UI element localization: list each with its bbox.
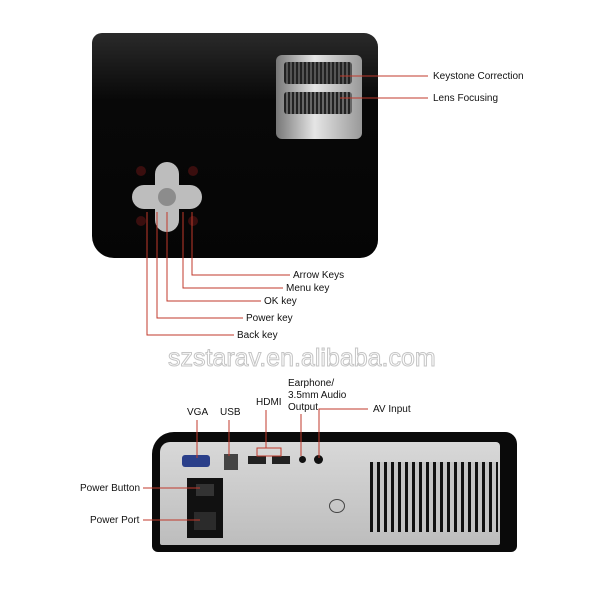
hdmi-port-2: [272, 456, 290, 464]
label-av-input: AV Input: [373, 404, 411, 415]
label-back-key: Back key: [237, 330, 278, 341]
hdmi-port-1: [248, 456, 266, 464]
label-vga: VGA: [187, 407, 209, 418]
callout-power-key: [156, 212, 243, 319]
label-usb: USB: [220, 407, 241, 418]
usb-ports: [224, 454, 238, 470]
watermark: szstarav.en.alibaba.com: [168, 344, 437, 373]
label-menu-key: Menu key: [286, 283, 330, 294]
vent-grille: [370, 462, 498, 532]
label-power-button: Power Button: [80, 483, 141, 494]
keypad-dot: [188, 216, 198, 226]
earphone-jack: [299, 456, 306, 463]
label-keystone-correction: Keystone Correction: [433, 71, 524, 82]
keypad-dot: [188, 166, 198, 176]
callout-av-input: [318, 408, 368, 458]
keypad-dot: [136, 166, 146, 176]
power-switch: [196, 484, 214, 496]
callout-ok-key: [166, 212, 261, 302]
label-earphone-line3: Output: [288, 402, 319, 413]
focus-wheel: [284, 92, 352, 114]
label-ok-key: OK key: [264, 296, 297, 307]
keystone-wheel: [284, 62, 352, 84]
label-power-key: Power key: [246, 313, 293, 324]
label-earphone-line1: Earphone/: [288, 378, 335, 389]
power-socket: [194, 512, 216, 530]
label-hdmi: HDMI: [256, 397, 282, 408]
label-lens-focusing: Lens Focusing: [433, 93, 499, 104]
label-power-port: Power Port: [90, 515, 140, 526]
callout-arrow-keys: [191, 212, 290, 276]
callout-menu-key: [182, 212, 283, 289]
label-earphone-line2: 3.5mm Audio: [288, 390, 347, 401]
ok-button: [158, 188, 176, 206]
av-jack: [314, 455, 323, 464]
cert-mark: [329, 499, 345, 513]
vga-port: [182, 455, 210, 467]
label-arrow-keys: Arrow Keys: [293, 270, 345, 281]
keypad-dot: [136, 216, 146, 226]
callout-hdmi: [256, 410, 282, 457]
callout-back-key: [146, 212, 234, 336]
